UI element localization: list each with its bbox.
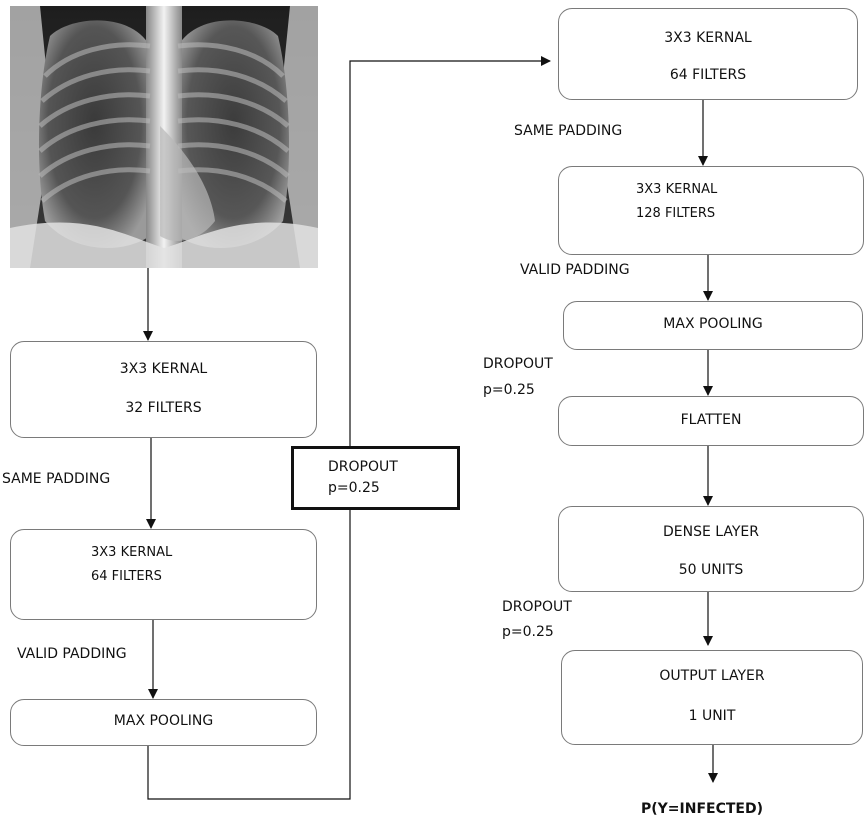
left-conv2-box: 3X3 KERNAL 64 FILTERS bbox=[10, 529, 317, 620]
right-conv1-filters: 64 FILTERS bbox=[669, 67, 747, 83]
right-dense-label: DENSE LAYER bbox=[662, 524, 760, 540]
right-dropout2-label: DROPOUT bbox=[502, 599, 572, 615]
left-conv2-filters: 64 FILTERS bbox=[91, 569, 162, 584]
final-output-label: P(Y=INFECTED) bbox=[641, 801, 763, 817]
right-output-units: 1 UNIT bbox=[688, 708, 736, 724]
middle-dropout-p: p=0.25 bbox=[328, 480, 380, 496]
right-max-pooling-label: MAX POOLING bbox=[663, 316, 763, 332]
right-same-padding-label: SAME PADDING bbox=[514, 123, 623, 139]
left-same-padding-label: SAME PADDING bbox=[2, 471, 111, 487]
right-dense-box: DENSE LAYER 50 UNITS bbox=[558, 506, 864, 592]
middle-dropout-box: DROPOUT p=0.25 bbox=[291, 446, 460, 510]
right-conv2-filters: 128 FILTERS bbox=[636, 206, 716, 221]
right-conv1-box: 3X3 KERNAL 64 FILTERS bbox=[558, 8, 858, 100]
right-conv2-kernel: 3X3 KERNAL bbox=[636, 182, 718, 197]
left-max-pooling-box: MAX POOLING bbox=[10, 699, 317, 746]
right-dense-units: 50 UNITS bbox=[678, 562, 744, 578]
left-conv2-kernel: 3X3 KERNAL bbox=[91, 545, 173, 560]
left-conv1-kernel: 3X3 KERNAL bbox=[119, 361, 208, 377]
right-max-pooling-box: MAX POOLING bbox=[563, 301, 863, 350]
right-flatten-label: FLATTEN bbox=[680, 412, 742, 428]
right-dropout1-label: DROPOUT bbox=[483, 356, 553, 372]
left-valid-padding-label: VALID PADDING bbox=[17, 646, 127, 662]
left-max-pooling-label: MAX POOLING bbox=[113, 713, 214, 729]
right-output-label: OUTPUT LAYER bbox=[659, 668, 765, 684]
right-output-box: OUTPUT LAYER 1 UNIT bbox=[561, 650, 863, 745]
right-conv1-kernel: 3X3 KERNAL bbox=[664, 30, 752, 46]
chest-xray-image bbox=[10, 6, 318, 268]
left-conv1-filters: 32 FILTERS bbox=[125, 400, 202, 416]
right-conv2-box: 3X3 KERNAL 128 FILTERS bbox=[558, 166, 864, 255]
right-dropout1-p: p=0.25 bbox=[483, 382, 535, 398]
right-dropout2-p: p=0.25 bbox=[502, 624, 554, 640]
right-flatten-box: FLATTEN bbox=[558, 396, 864, 446]
arrow-pool-to-right-column bbox=[147, 56, 551, 800]
middle-dropout-label: DROPOUT bbox=[328, 459, 398, 475]
right-valid-padding-label: VALID PADDING bbox=[520, 262, 630, 278]
left-conv1-box: 3X3 KERNAL 32 FILTERS bbox=[10, 341, 317, 438]
